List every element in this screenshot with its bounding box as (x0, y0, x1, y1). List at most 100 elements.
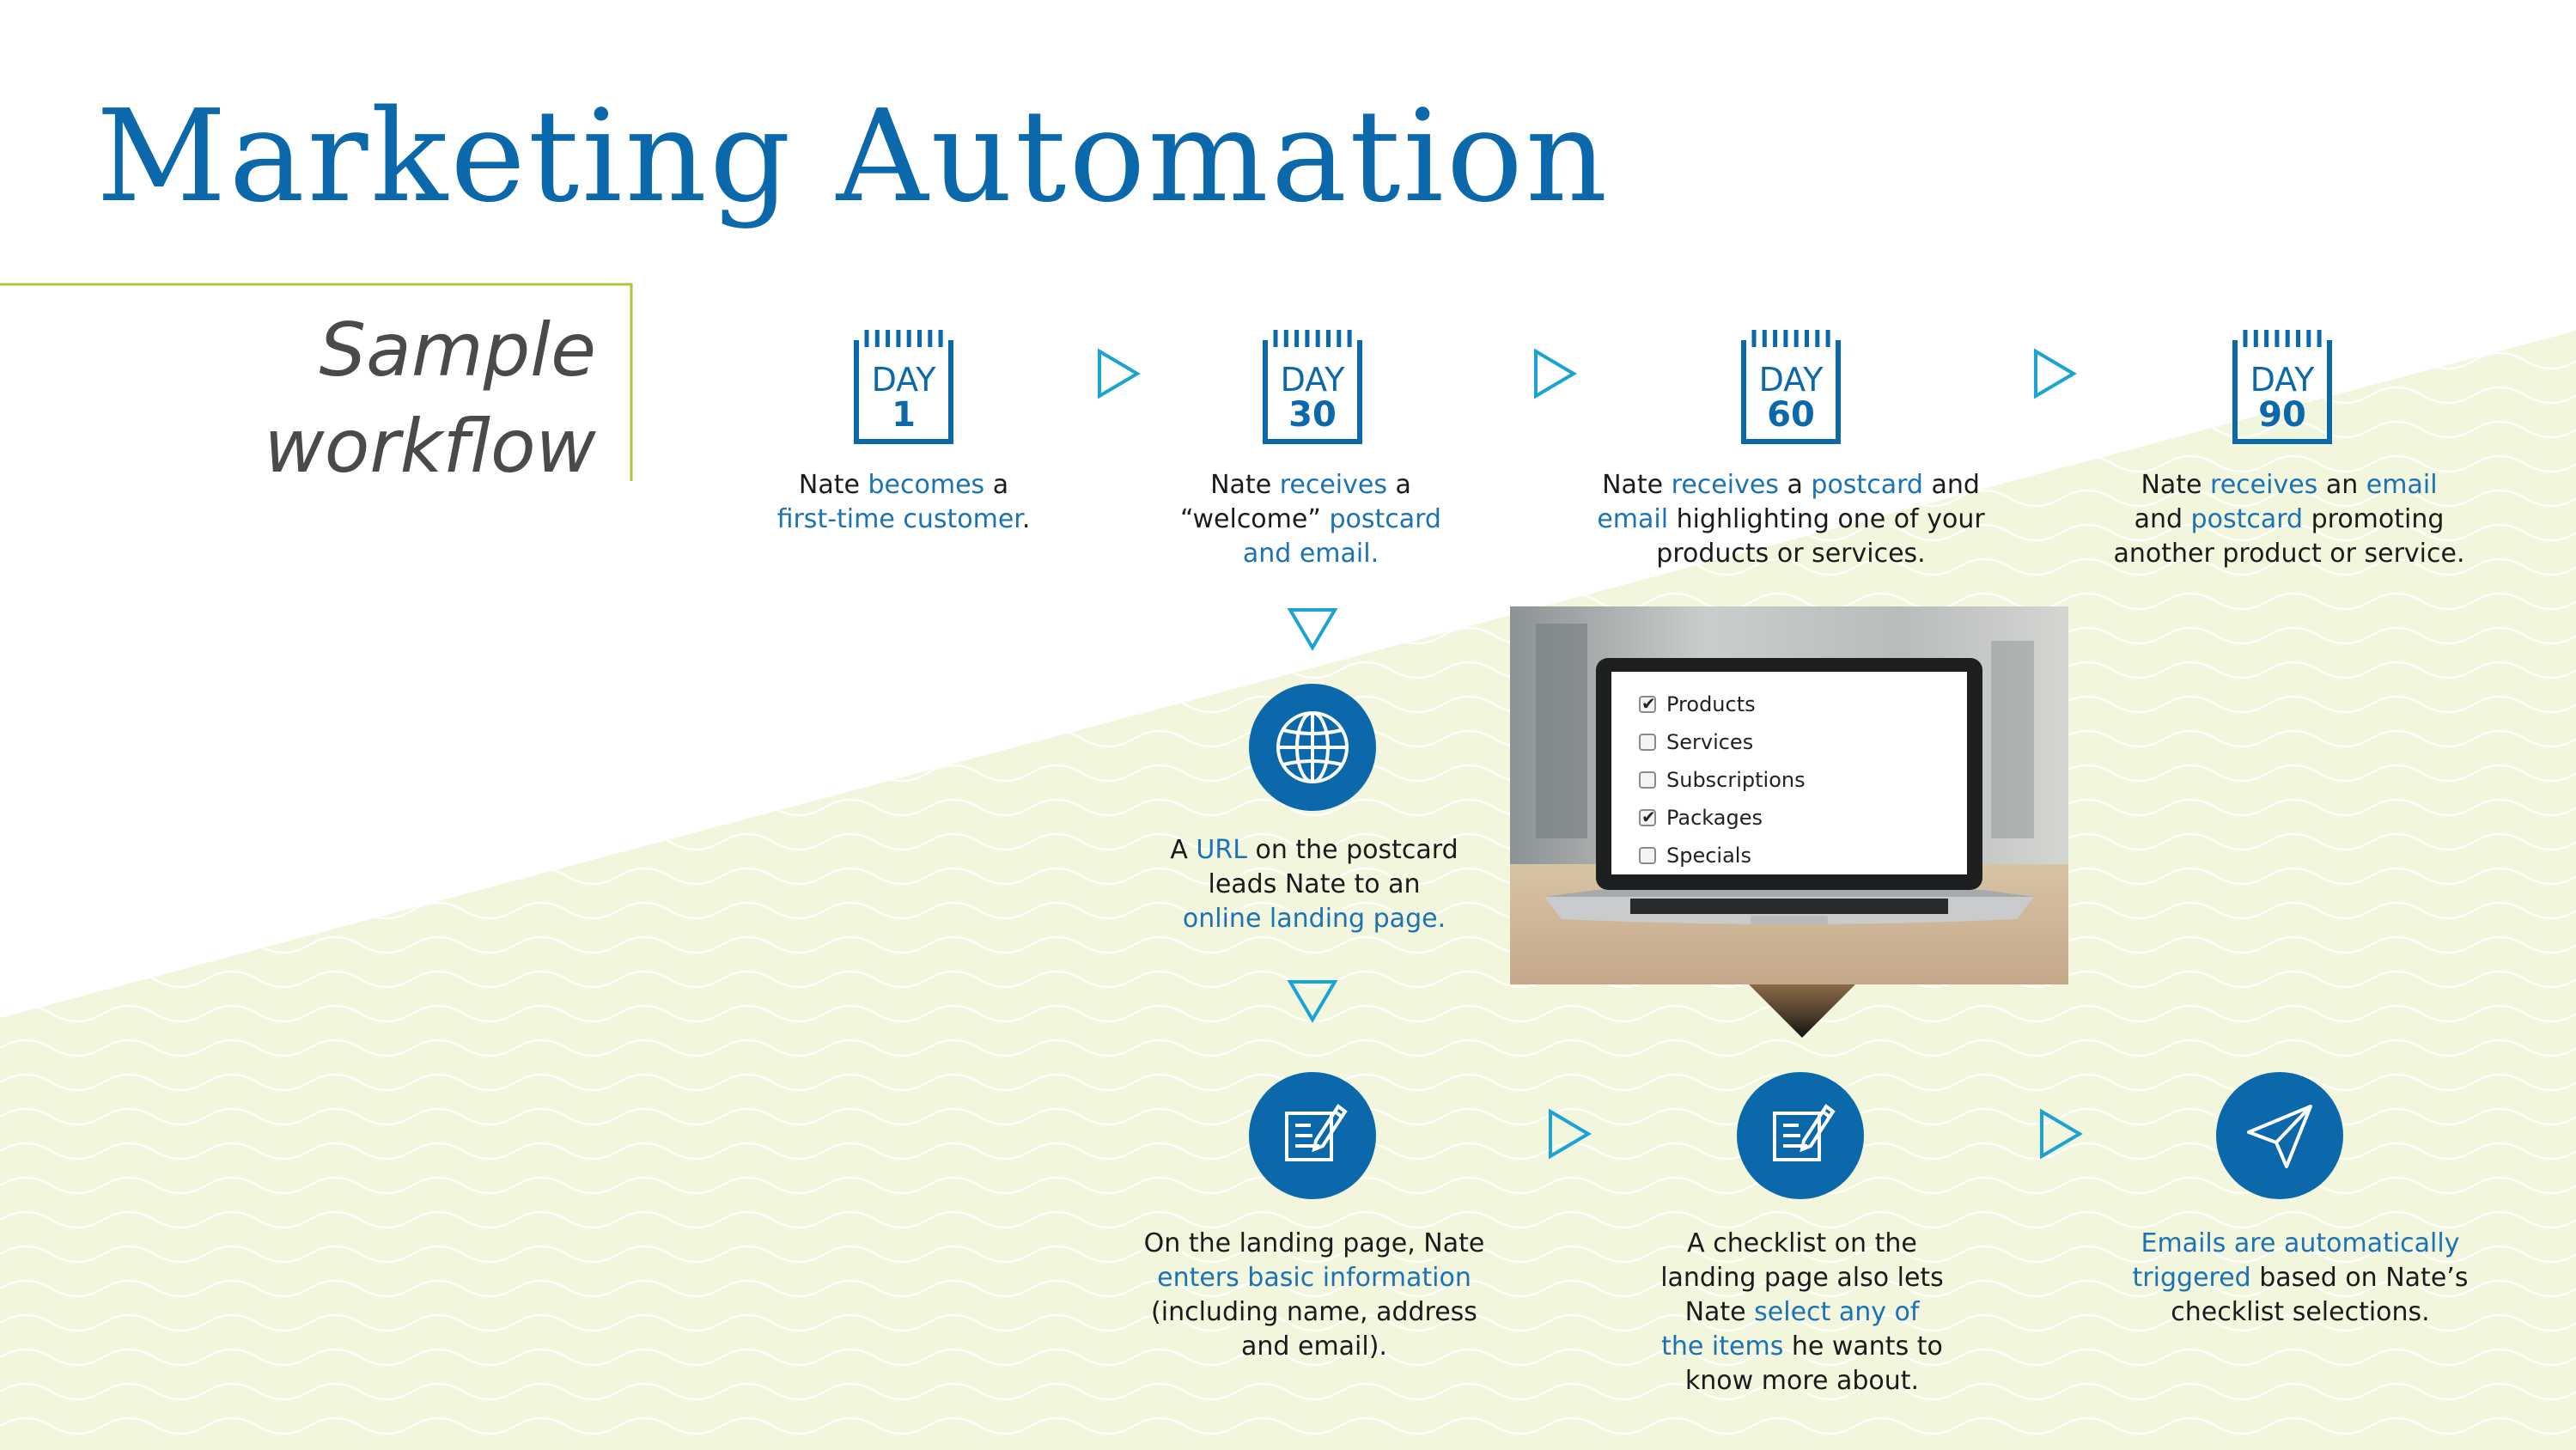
step-description: Nate receives a “welcome” postcard and ema… (1139, 468, 1483, 571)
text-segment: checklist selections. (2171, 1297, 2430, 1327)
arrow-right-icon (1549, 1108, 1592, 1160)
edit-form-icon (1737, 1072, 1864, 1199)
arrow-right-icon (2040, 1108, 2083, 1160)
checklist-item-label: Subscriptions (1666, 768, 1806, 792)
arrow-right-icon (2034, 348, 2077, 399)
highlight-text: and email. (1242, 539, 1379, 569)
text-segment: another product or service. (2113, 539, 2465, 569)
day-number: 1 (892, 395, 916, 435)
text-segment: know more about. (1684, 1366, 1920, 1396)
highlight-text: enters basic information (1157, 1263, 1471, 1293)
text-segment: Nate (798, 470, 868, 500)
text-segment: “welcome” (1180, 504, 1330, 534)
text-segment: On the landing page, Nate (1143, 1228, 1485, 1258)
step-description: Nate receives a postcard and email highli… (1580, 468, 2001, 571)
text-segment: Nate (1684, 1297, 1755, 1327)
text-segment: a (1778, 470, 1812, 500)
highlight-text: triggered (2132, 1263, 2251, 1293)
landing-description: A URL on the postcard leads Nate to an onl… (1134, 833, 1495, 936)
checklist-item-label: Services (1666, 730, 1754, 754)
text-segment: Nate (1602, 470, 1672, 500)
text-segment: a (984, 470, 1009, 500)
checklist-item[interactable]: Packages (1639, 799, 1806, 837)
highlight-text: the items (1661, 1331, 1784, 1362)
text-segment: and email). (1241, 1331, 1387, 1362)
arrow-down-icon (1287, 608, 1338, 651)
laptop-photo: Products Services Subscriptions Packages… (1510, 606, 2068, 984)
edit-form-icon (1249, 1072, 1376, 1199)
step-description: Nate receives an email and postcard promo… (2079, 468, 2500, 571)
text-segment: he wants to (1783, 1331, 1943, 1362)
day-number: 90 (2258, 395, 2306, 435)
text-segment: Nate (1210, 470, 1280, 500)
checklist: Products Services Subscriptions Packages… (1639, 685, 1806, 874)
step-description: Nate becomes a first-time customer. (732, 468, 1075, 537)
text-segment: landing page also lets (1660, 1263, 1944, 1293)
day-label: DAY (2250, 361, 2315, 399)
highlight-text: receives (2210, 470, 2318, 500)
arrow-down-icon (1287, 980, 1338, 1023)
highlight-text: Emails are automatically (2141, 1228, 2460, 1258)
highlight-text: postcard (1811, 470, 1923, 500)
day-label: DAY (1280, 361, 1345, 399)
calendar-icon: DAY 60 (1740, 328, 1842, 445)
text-segment: and (2134, 504, 2191, 534)
accent-corner-line (0, 283, 633, 481)
text-segment: based on Nate’s (2250, 1263, 2469, 1293)
checklist-item[interactable]: Services (1639, 723, 1806, 761)
bottom-step-description: A checklist on the landing page also lets… (1623, 1227, 1981, 1398)
text-segment: . (1021, 504, 1031, 534)
page-title: Marketing Automation (96, 82, 1611, 230)
checkbox[interactable] (1639, 807, 1656, 827)
checklist-item-label: Packages (1666, 806, 1763, 830)
calendar-icon: DAY 90 (2232, 328, 2333, 445)
text-segment: on the postcard (1246, 835, 1459, 865)
text-segment: highlighting one of your (1668, 504, 1985, 534)
highlight-text: receives (1671, 470, 1779, 500)
checkbox[interactable] (1639, 693, 1656, 714)
highlight-text: postcard (2190, 504, 2304, 534)
highlight-text: select any of (1754, 1297, 1920, 1327)
checkbox[interactable] (1639, 771, 1656, 789)
text-segment: A (1170, 835, 1197, 865)
highlight-text: email (1597, 504, 1669, 534)
globe-icon (1249, 684, 1376, 811)
text-segment: a (1386, 470, 1411, 500)
day-number: 30 (1288, 395, 1337, 435)
paper-plane-icon (2216, 1072, 2343, 1199)
highlight-text: online landing page. (1182, 904, 1446, 934)
checklist-item[interactable]: Products (1639, 685, 1806, 723)
day-label: DAY (1758, 361, 1824, 399)
text-segment: (including name, address (1151, 1297, 1477, 1327)
checkbox[interactable] (1639, 734, 1656, 751)
text-segment: promoting (2303, 504, 2445, 534)
checkbox[interactable] (1639, 847, 1656, 864)
day-number: 60 (1767, 395, 1815, 435)
highlight-text: URL (1196, 835, 1247, 865)
calendar-icon: DAY 1 (853, 328, 954, 445)
bottom-step-description: Emails are automatically triggered based … (2115, 1227, 2486, 1330)
text-segment: Nate (2141, 470, 2211, 500)
text-segment: A checklist on the (1687, 1228, 1917, 1258)
highlight-text: receives (1279, 470, 1387, 500)
checklist-item[interactable]: Specials (1639, 837, 1806, 874)
highlight-text: postcard (1329, 504, 1441, 534)
text-segment: an (2317, 470, 2366, 500)
subtitle: Sample workflow (206, 302, 596, 495)
subtitle-line-1: Sample (319, 308, 596, 393)
calendar-icon: DAY 30 (1262, 328, 1363, 445)
highlight-text: becomes (868, 470, 985, 500)
highlight-text: email (2366, 470, 2438, 500)
arrow-right-icon (1534, 348, 1577, 399)
text-segment: and (1922, 470, 1980, 500)
checklist-item-label: Products (1666, 692, 1756, 716)
highlight-text: first-time customer (776, 504, 1022, 534)
checklist-item[interactable]: Subscriptions (1639, 761, 1806, 799)
text-segment: leads Nate to an (1208, 869, 1421, 899)
day-label: DAY (871, 361, 936, 399)
photo-pointer (1749, 984, 1855, 1038)
checklist-item-label: Specials (1666, 844, 1751, 868)
arrow-right-icon (1098, 348, 1141, 399)
bottom-step-description: On the landing page, Nate enters basic in… (1136, 1227, 1493, 1364)
text-segment: products or services. (1656, 539, 1926, 569)
